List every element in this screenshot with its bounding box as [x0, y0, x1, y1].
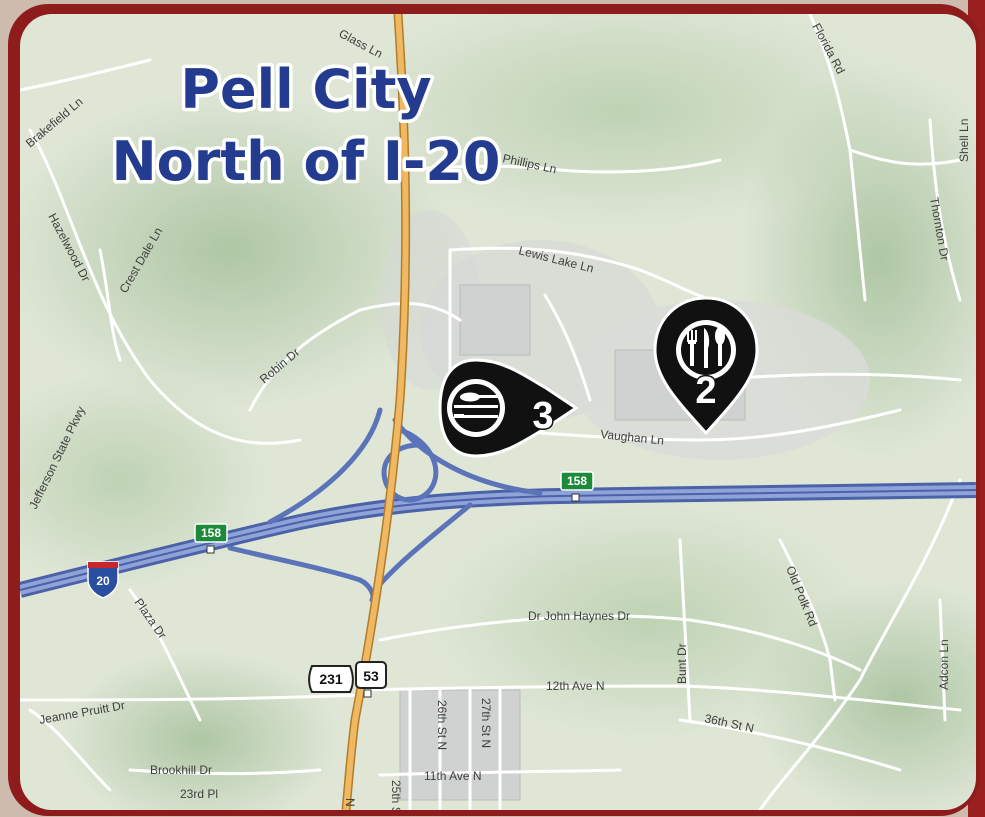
road-label-bunt-dr: Bunt Dr: [675, 643, 689, 684]
road-label-brookhill-dr: Brookhill Dr: [150, 763, 212, 777]
fork-knife-spoon-icon: [676, 320, 736, 380]
road-label-11th-ave-n: 11th Ave N: [424, 769, 482, 783]
state-route-shield-label: 53: [363, 668, 379, 684]
title-line-1: Pell City: [180, 58, 431, 121]
utensils-icon: [447, 379, 505, 437]
exit-sign-west-label: 158: [201, 526, 221, 540]
road-label-25th-st: 25th S: [389, 780, 403, 815]
marker-2-number: 2: [695, 370, 716, 412]
restaurant-marker-2[interactable]: 2: [653, 296, 759, 436]
road-label-27th-st-n: 27th St N: [479, 698, 493, 748]
us-route-shield-label: 231: [319, 671, 343, 687]
exit-sign-east-label: 158: [567, 474, 587, 488]
interstate-shield: 20: [87, 561, 119, 599]
exit-sign-west: 158: [194, 523, 228, 554]
restaurant-marker-3[interactable]: 3: [438, 358, 579, 458]
title-line-2: North of I-20: [111, 130, 500, 193]
interstate-shield-label: 20: [96, 574, 110, 588]
road-label-23rd-pl: 23rd Pl: [180, 787, 218, 801]
us-231-road: [341, 14, 411, 810]
state-route-shield: 53: [355, 661, 387, 698]
map-title: Pell City North of I-20: [108, 55, 504, 197]
road-label-adcon-ln: Adcon Ln: [937, 639, 951, 690]
road-label-shell-ln: Shell Ln: [957, 119, 971, 162]
exit-sign-east: 158: [560, 471, 594, 502]
road-label-vaughan-ln: Vaughan Ln: [600, 427, 665, 448]
minor-roads: [20, 14, 962, 810]
road-label-n: N: [343, 798, 357, 807]
marker-3-number: 3: [532, 395, 553, 437]
us-route-shield: 231: [308, 665, 354, 693]
road-label-dr-john-haynes-dr: Dr John Haynes Dr: [528, 609, 630, 623]
road-label-26th-st-n: 26th St N: [435, 700, 449, 750]
road-label-12th-ave-n: 12th Ave N: [546, 679, 605, 693]
